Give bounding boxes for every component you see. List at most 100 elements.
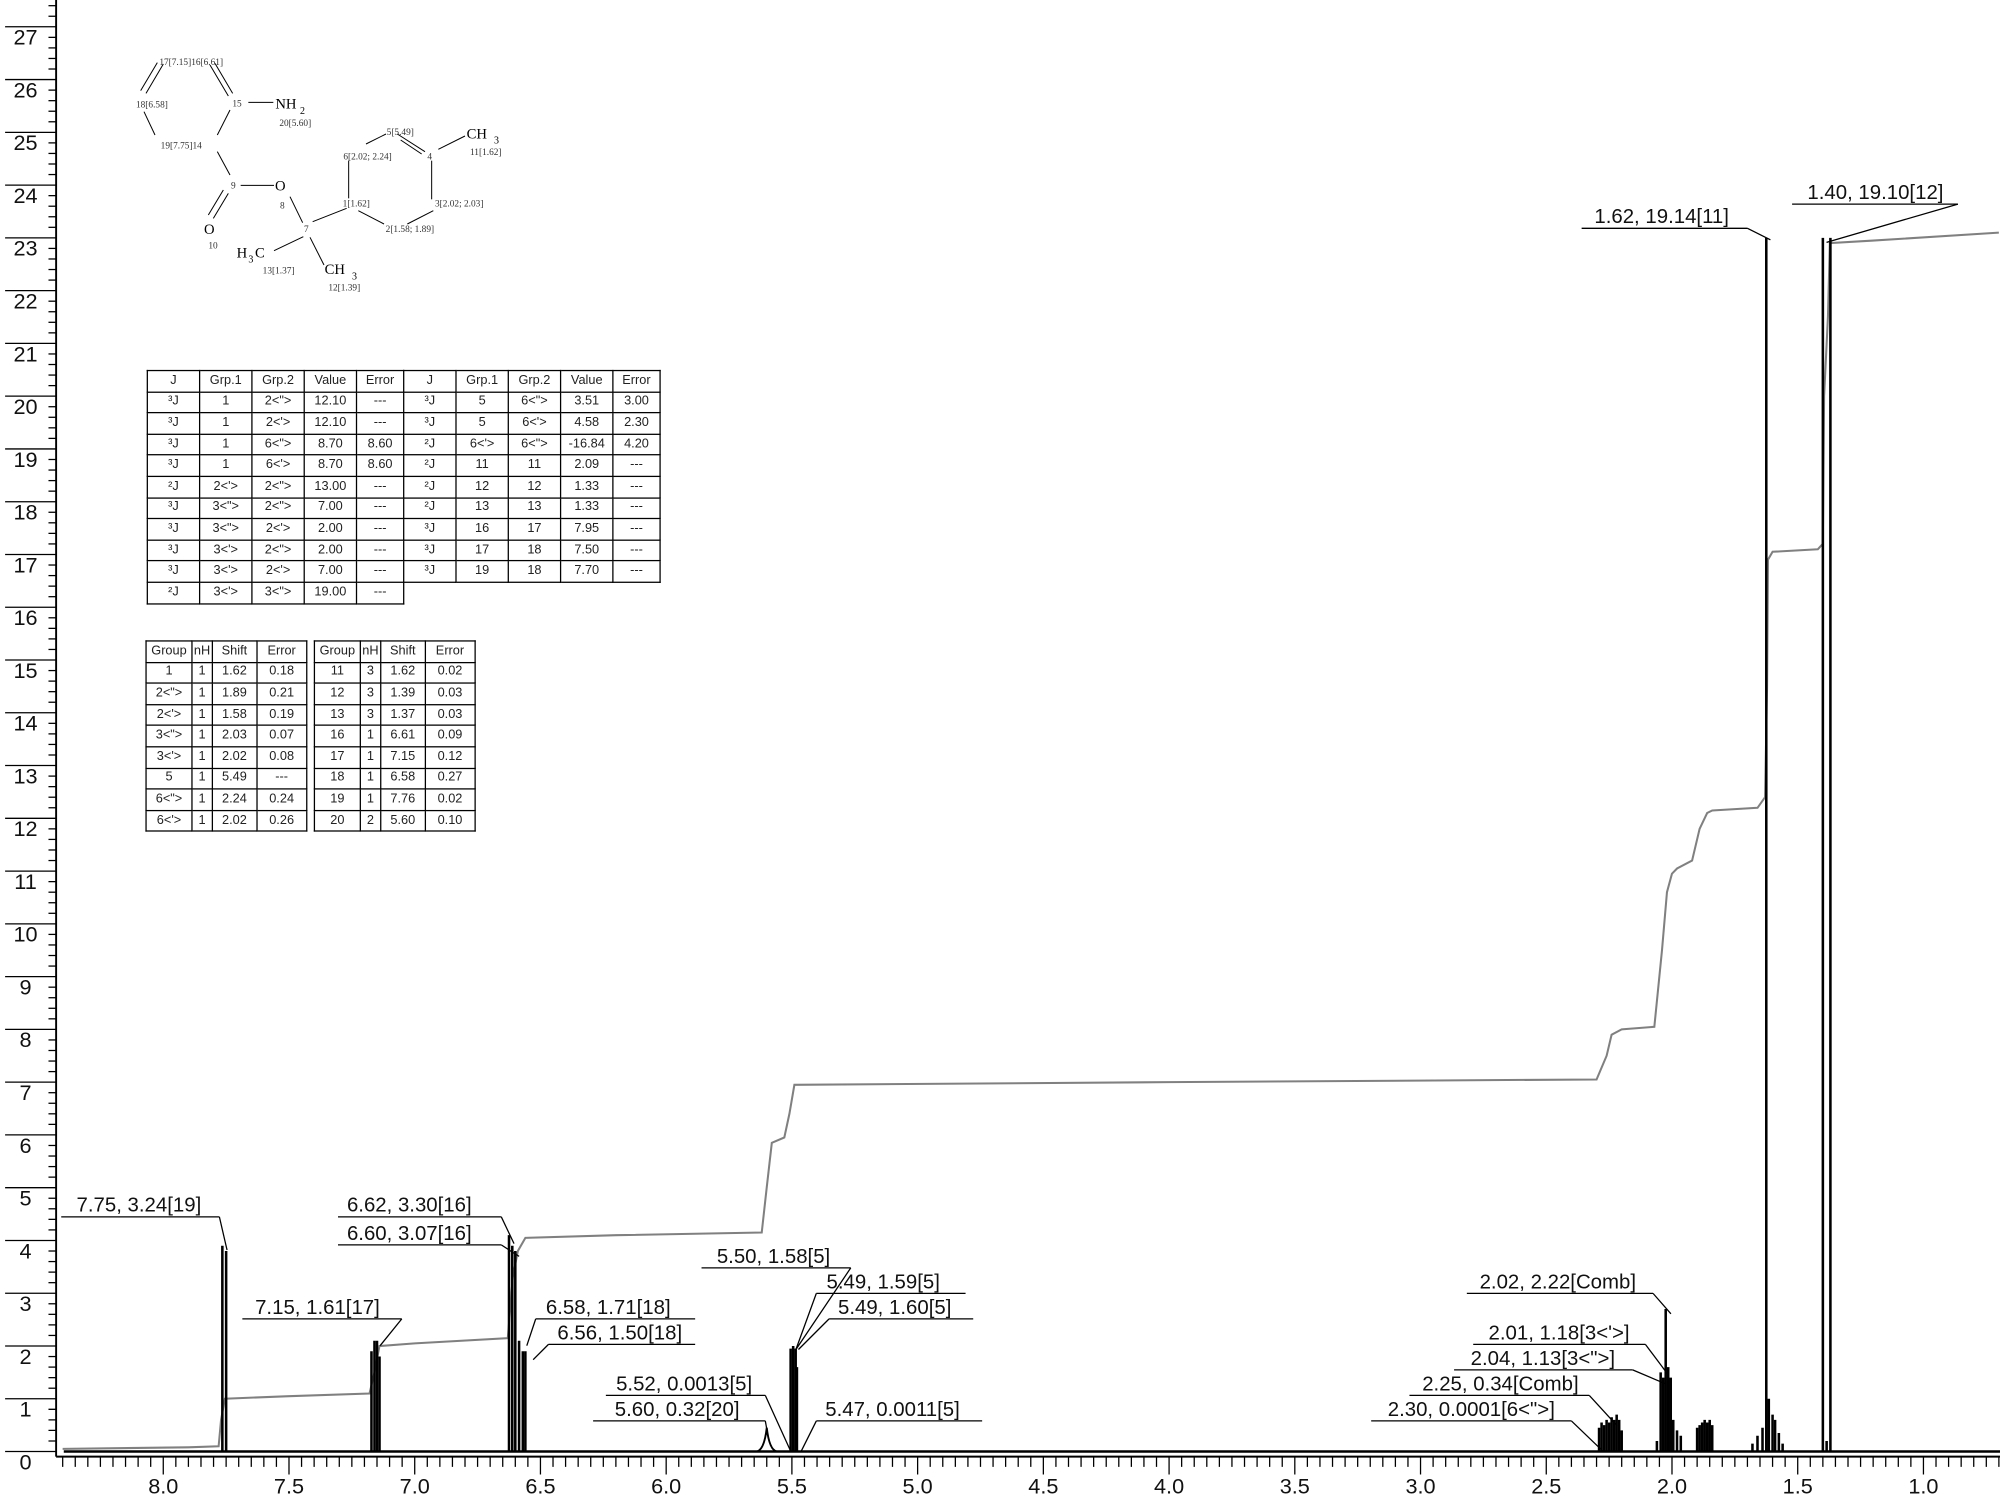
annotation-leader-line	[800, 1420, 817, 1452]
column-header: Group	[145, 640, 193, 663]
x-tick-label: 3.5	[1280, 1474, 1310, 1496]
molecule-structure: 17[7.15]16[6.61] 18[6.58] 15 NH 2 20[5.6…	[136, 58, 502, 294]
table-cell: 0.08	[256, 746, 308, 769]
column-header: Group	[313, 640, 361, 663]
table-cell: 7.00	[303, 560, 358, 583]
table-cell: 2<">	[251, 539, 305, 562]
table-cell: ³J	[403, 412, 457, 435]
atom-label: 17[7.15]16[6.61]	[159, 58, 223, 68]
annotation-leader-line	[526, 1318, 537, 1346]
annotation-leader-line	[532, 1343, 549, 1361]
y-tick-label: 13	[13, 763, 37, 788]
ch3-group: CH	[467, 127, 488, 143]
column-header: Shift	[379, 640, 426, 663]
peak-annotations: 7.75, 3.24[19]7.15, 1.61[17]6.62, 3.30[1…	[61, 182, 1959, 1452]
peak-annotation: 5.49, 1.59[5]	[795, 1271, 966, 1350]
atom-label: 18[6.58]	[136, 100, 168, 110]
peak-annotation-label: 6.58, 1.71[18]	[546, 1297, 671, 1319]
peak-annotation: 1.62, 19.14[11]	[1581, 206, 1771, 241]
table-cell: 6.58	[379, 767, 426, 790]
annotation-leader-line	[795, 1267, 852, 1350]
table-cell: 2<">	[145, 682, 193, 706]
table-cell: ---	[355, 391, 405, 414]
table-cell: 8.70	[303, 454, 358, 477]
peak-annotation: 2.30, 0.0001[6<">]	[1371, 1399, 1604, 1452]
table-cell: 2.00	[303, 518, 358, 541]
table-cell: 1	[359, 746, 382, 769]
table-cell: ---	[612, 454, 661, 477]
table-cell: 1	[198, 391, 253, 414]
table-cell: 2<'>	[145, 703, 193, 727]
table-cell: 1.89	[211, 682, 258, 706]
table-cell: 2<'>	[198, 475, 253, 499]
column-header: Error	[612, 369, 661, 393]
table-cell: 18	[313, 767, 361, 790]
x-tick-label: 4.5	[1028, 1474, 1058, 1496]
table-cell: 1	[191, 703, 213, 727]
table-cell: 12.10	[303, 391, 358, 414]
y-tick-label: 15	[13, 658, 37, 683]
table-cell: ---	[612, 539, 661, 562]
table-cell: ---	[355, 581, 405, 604]
table-cell: 19	[455, 560, 509, 583]
table-cell: 2<">	[251, 496, 305, 520]
table-cell: 5	[455, 391, 509, 414]
x-tick-label: 2.5	[1531, 1474, 1561, 1496]
peak-annotation: 6.56, 1.50[18]	[532, 1322, 696, 1361]
table-cell: 6.61	[379, 724, 426, 748]
table-cell: 7.95	[559, 518, 614, 541]
annotation-leader-line	[1826, 203, 1959, 243]
y-tick-label: 1	[19, 1397, 31, 1422]
y-tick-label: 10	[13, 922, 37, 947]
x-tick-label: 4.0	[1154, 1474, 1184, 1496]
peak-annotation: 7.75, 3.24[19]	[61, 1195, 228, 1251]
annotation-leader-line	[500, 1244, 520, 1257]
table-cell: 0.21	[256, 682, 308, 706]
x-tick-label: 8.0	[148, 1474, 178, 1496]
peak-annotation: 5.60, 0.32[20]	[593, 1399, 769, 1436]
peak-annotation-label: 2.30, 0.0001[6<">]	[1388, 1399, 1555, 1421]
table-cell: 17	[455, 539, 509, 562]
table-cell: 11	[507, 454, 562, 477]
annotation-leader-line	[1632, 1369, 1667, 1385]
table-cell: 13.00	[303, 475, 358, 499]
column-header: Grp.1	[455, 369, 509, 393]
table-cell: ³J	[146, 560, 201, 583]
peak-annotation-label: 6.60, 3.07[16]	[347, 1223, 472, 1245]
table-cell: 2.02	[211, 809, 258, 833]
table-cell: 6<">	[507, 433, 562, 456]
table-cell: 1	[191, 809, 213, 833]
h3c-subscript: 3	[248, 255, 253, 266]
table-cell: 1.37	[379, 703, 426, 727]
table-cell: 1	[191, 682, 213, 706]
table-cell: 2<">	[251, 475, 305, 499]
table-cell: 2.03	[211, 724, 258, 748]
table-cell: 6<">	[251, 433, 305, 456]
table-cell: 3<'>	[145, 746, 193, 769]
table-cell: 18	[507, 539, 562, 562]
table-cell: ³J	[146, 454, 201, 477]
table-cell: ---	[256, 767, 308, 790]
table-cell: ³J	[403, 518, 457, 541]
peak-annotation: 2.02, 2.22[Comb]	[1466, 1271, 1672, 1315]
table-cell: ²J	[403, 475, 457, 499]
table-cell: 0.18	[256, 661, 308, 684]
table-cell: 16	[455, 518, 509, 541]
table-cell: 2<'>	[251, 518, 305, 541]
table-cell: 6<'>	[145, 809, 193, 833]
